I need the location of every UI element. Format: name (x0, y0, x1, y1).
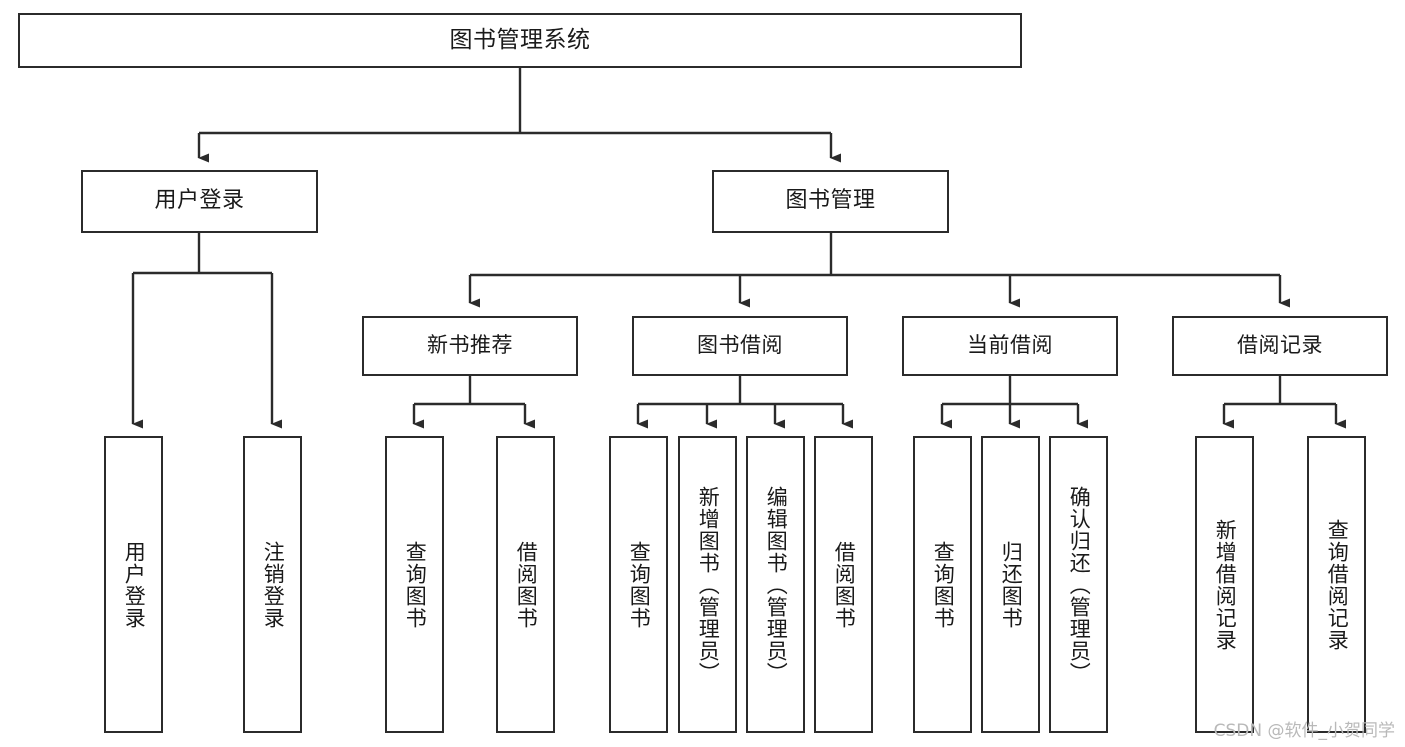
node-leaf-edit-book-admin-label: 编辑图书（管理员） (764, 485, 789, 684)
node-leaf-borrow-book-1[interactable]: 借阅图书 (496, 436, 555, 733)
node-user-login-label: 用户登录 (154, 188, 245, 214)
node-leaf-logout-login-label: 注销登录 (261, 540, 286, 629)
node-leaf-borrow-book-1-label: 借阅图书 (514, 540, 539, 629)
node-leaf-query-book-2-label: 查询图书 (627, 540, 652, 629)
node-book-borrow[interactable]: 图书借阅 (632, 316, 848, 376)
node-book-management-label: 图书管理 (785, 188, 876, 214)
node-user-login[interactable]: 用户登录 (81, 170, 318, 233)
node-book-management[interactable]: 图书管理 (712, 170, 949, 233)
node-leaf-query-book-3[interactable]: 查询图书 (913, 436, 972, 733)
node-current-borrow[interactable]: 当前借阅 (902, 316, 1118, 376)
node-leaf-borrow-book-2-label: 借阅图书 (832, 540, 857, 629)
node-leaf-confirm-return-admin-label: 确认归还（管理员） (1067, 485, 1092, 684)
node-leaf-confirm-return-admin[interactable]: 确认归还（管理员） (1049, 436, 1108, 733)
node-leaf-return-book[interactable]: 归还图书 (981, 436, 1040, 733)
node-root[interactable]: 图书管理系统 (18, 13, 1022, 68)
node-leaf-add-borrow-record[interactable]: 新增借阅记录 (1195, 436, 1254, 733)
node-new-book-recommend[interactable]: 新书推荐 (362, 316, 578, 376)
node-current-borrow-label: 当前借阅 (967, 333, 1053, 358)
node-leaf-user-login[interactable]: 用户登录 (104, 436, 163, 733)
node-leaf-query-borrow-record[interactable]: 查询借阅记录 (1307, 436, 1366, 733)
node-leaf-query-book-3-label: 查询图书 (931, 540, 956, 629)
node-leaf-add-book-admin-label: 新增图书（管理员） (696, 485, 721, 684)
node-book-borrow-label: 图书借阅 (697, 333, 783, 358)
node-borrow-record-label: 借阅记录 (1237, 333, 1323, 358)
node-leaf-add-book-admin[interactable]: 新增图书（管理员） (678, 436, 737, 733)
node-leaf-query-book-1[interactable]: 查询图书 (385, 436, 444, 733)
node-leaf-query-borrow-record-label: 查询借阅记录 (1325, 518, 1350, 651)
node-new-book-recommend-label: 新书推荐 (427, 333, 513, 358)
node-leaf-logout-login[interactable]: 注销登录 (243, 436, 302, 733)
node-leaf-borrow-book-2[interactable]: 借阅图书 (814, 436, 873, 733)
node-leaf-return-book-label: 归还图书 (999, 540, 1024, 629)
node-leaf-query-book-2[interactable]: 查询图书 (609, 436, 668, 733)
node-leaf-add-borrow-record-label: 新增借阅记录 (1213, 518, 1238, 651)
node-borrow-record[interactable]: 借阅记录 (1172, 316, 1388, 376)
node-leaf-edit-book-admin[interactable]: 编辑图书（管理员） (746, 436, 805, 733)
node-leaf-user-login-label: 用户登录 (122, 540, 147, 629)
node-root-label: 图书管理系统 (449, 26, 591, 53)
node-leaf-query-book-1-label: 查询图书 (403, 540, 428, 629)
watermark: CSDN @软件_小贺同学 (1213, 721, 1395, 741)
